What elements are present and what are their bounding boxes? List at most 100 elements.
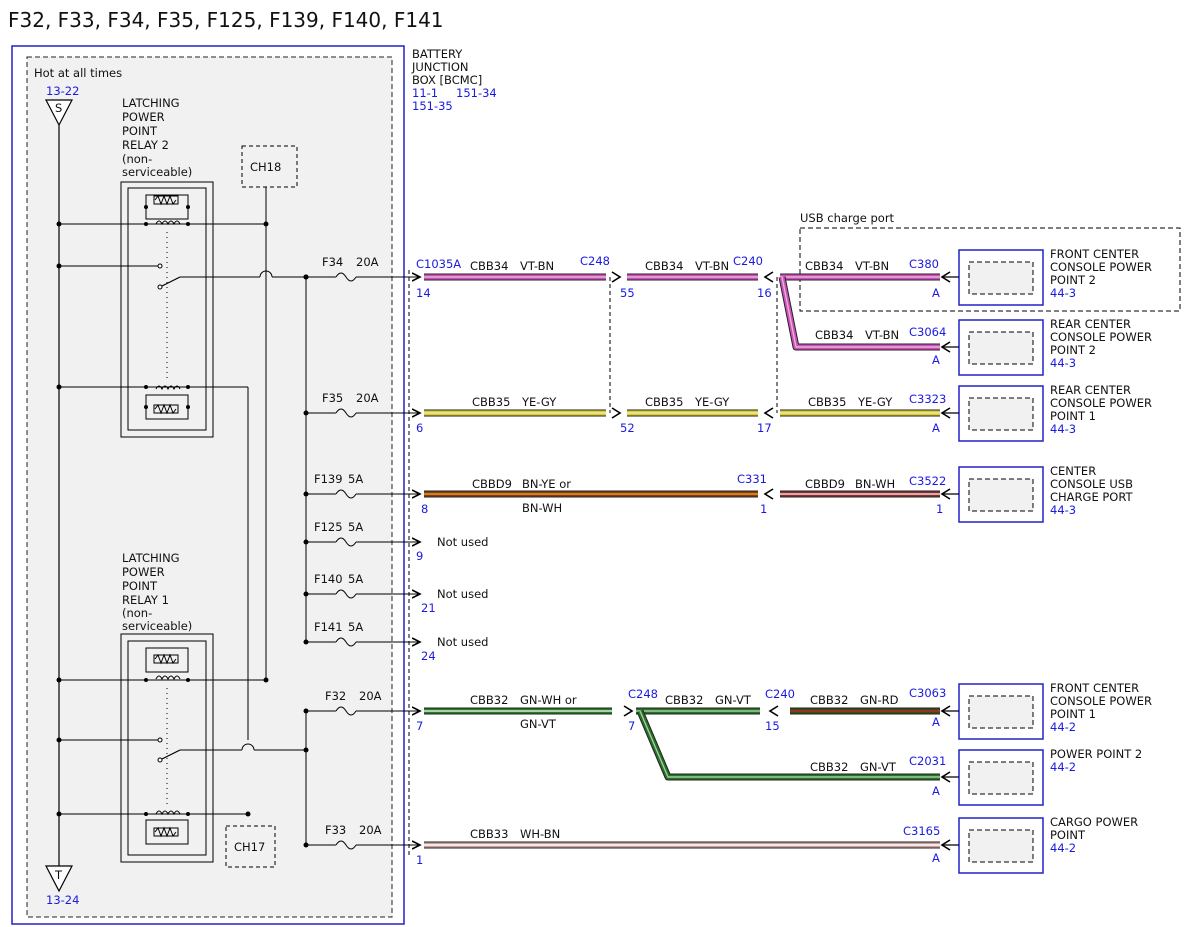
svg-text:A: A — [932, 851, 940, 865]
module-ref: 44-3 — [1050, 422, 1076, 436]
bjb-outline — [11, 45, 405, 925]
fuse-rating: 20A — [356, 391, 379, 405]
fuse-id: F139 — [314, 472, 343, 486]
module-name-line: POINT 1 — [1050, 409, 1096, 423]
module-name-line: FRONT CENTER — [1050, 681, 1139, 695]
c1035a-label: C1035A — [416, 257, 461, 271]
c248-top-label: C248 — [580, 254, 610, 268]
svg-text:15: 15 — [765, 719, 780, 733]
c240-bottom-label: C240 — [765, 687, 795, 701]
svg-text:A: A — [932, 353, 940, 367]
svg-text:POINT: POINT — [122, 124, 158, 138]
fuse-f139: F139 5A — [303, 472, 421, 498]
svg-text:CBB35: CBB35 — [808, 395, 846, 409]
not-used-f140: Not used — [437, 587, 488, 601]
c3063-label: C3063 — [909, 686, 946, 700]
module-name-line: CONSOLE USB — [1050, 477, 1133, 491]
module-ref: 44-2 — [1050, 760, 1076, 774]
c380-label: C380 — [909, 257, 939, 271]
relay-2-label: LATCHING POWER POINT RELAY 2 (non- servi… — [122, 96, 192, 179]
module-name-line: CARGO POWER — [1050, 815, 1138, 829]
fuse-rating: 5A — [348, 572, 363, 586]
svg-text:24: 24 — [421, 649, 436, 663]
fuse-id: F32 — [325, 689, 346, 703]
svg-text:CBB34: CBB34 — [645, 259, 683, 273]
module-name-line: REAR CENTER — [1050, 383, 1131, 397]
svg-text:CBB34: CBB34 — [470, 259, 508, 273]
svg-text:7: 7 — [416, 719, 423, 733]
c3522-label: C3522 — [909, 474, 946, 488]
module-name-line: CHARGE PORT — [1050, 490, 1134, 504]
svg-text:55: 55 — [620, 286, 635, 300]
fuse-rating: 5A — [348, 620, 363, 634]
not-used-f125: Not used — [437, 535, 488, 549]
svg-text:CBB35: CBB35 — [645, 395, 683, 409]
svg-text:POINT: POINT — [122, 579, 158, 593]
wire-cbb35-b: CBB35 YE-GY — [627, 395, 758, 417]
svg-text:YE-GY: YE-GY — [857, 395, 893, 409]
module-name-line: REAR CENTER — [1050, 317, 1131, 331]
svg-text:GN-RD: GN-RD — [860, 693, 899, 707]
svg-text:BN-YE or: BN-YE or — [522, 477, 571, 491]
module-ref: 44-3 — [1050, 286, 1076, 300]
svg-text:POWER: POWER — [122, 110, 165, 124]
svg-text:21: 21 — [421, 601, 436, 615]
c240-top-label: C240 — [733, 254, 763, 268]
svg-text:POWER: POWER — [122, 565, 165, 579]
wire-cbb35-a: CBB35 YE-GY — [424, 395, 606, 417]
svg-text:CBB35: CBB35 — [472, 395, 510, 409]
c3064-label: C3064 — [909, 325, 946, 339]
svg-text:A: A — [932, 715, 940, 729]
splice-t-label: T — [54, 868, 63, 882]
svg-text:16: 16 — [757, 286, 772, 300]
svg-text:CBBD9: CBBD9 — [472, 477, 512, 491]
diagram-title: F32, F33, F34, F35, F125, F139, F140, F1… — [8, 8, 444, 32]
usb-charge-port-group — [799, 227, 1181, 312]
svg-text:VT-BN: VT-BN — [855, 259, 889, 273]
svg-text:7: 7 — [628, 719, 635, 733]
fuse-id: F140 — [314, 572, 343, 586]
fuse-f34: F34 20A — [303, 255, 421, 281]
c3165-label: C3165 — [903, 824, 940, 838]
ch17-label: CH17 — [234, 840, 265, 854]
fuse-id: F34 — [322, 255, 343, 269]
svg-text:YE-GY: YE-GY — [694, 395, 730, 409]
svg-text:CBBD9: CBBD9 — [805, 477, 845, 491]
svg-text:VT-BN: VT-BN — [695, 259, 729, 273]
svg-text:52: 52 — [620, 421, 635, 435]
module-name-line: CONSOLE POWER — [1050, 694, 1152, 708]
svg-text:CBB32: CBB32 — [470, 693, 508, 707]
module-name-line: POINT 2 — [1050, 343, 1096, 357]
svg-text:VT-BN: VT-BN — [520, 259, 554, 273]
ch18-label: CH18 — [250, 160, 281, 174]
splice-s-icon — [45, 99, 73, 127]
module-name-line: POINT 1 — [1050, 707, 1096, 721]
module-ref: 44-3 — [1050, 503, 1076, 517]
svg-text:A: A — [932, 784, 940, 798]
wire-cbb34-a: CBB34 VT-BN — [424, 259, 606, 281]
svg-text:GN-WH or: GN-WH or — [520, 693, 577, 707]
inline-pin-labels: 55 52 16 17 1 7 15 — [620, 286, 780, 733]
svg-text:BATTERY: BATTERY — [412, 47, 463, 61]
svg-text:CBB32: CBB32 — [665, 693, 703, 707]
svg-text:CBB33: CBB33 — [470, 827, 508, 841]
svg-text:YE-GY: YE-GY — [521, 395, 557, 409]
svg-text:serviceable): serviceable) — [122, 165, 192, 179]
svg-text:GN-VT: GN-VT — [860, 760, 897, 774]
svg-text:151-35: 151-35 — [412, 99, 453, 113]
svg-text:RELAY 2: RELAY 2 — [122, 138, 169, 152]
t-ref-label: 13-24 — [46, 893, 79, 907]
fuse-rating: 20A — [356, 255, 379, 269]
fuse-rating: 5A — [348, 472, 363, 486]
